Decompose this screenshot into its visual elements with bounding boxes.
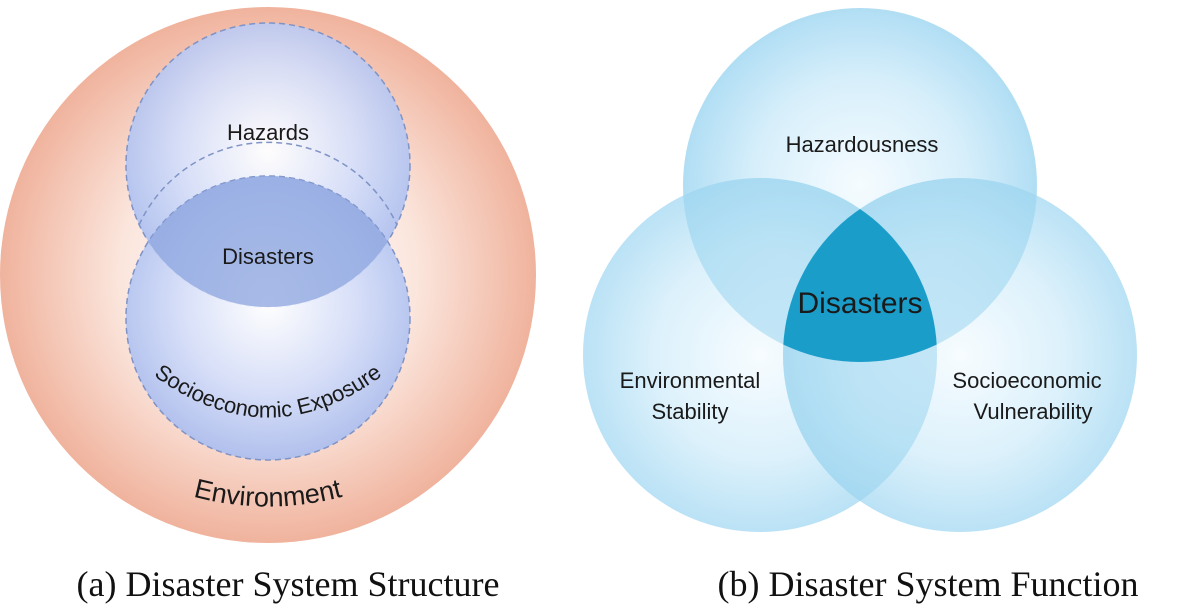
disasters-core xyxy=(783,178,937,362)
disasters-label-b: Disasters xyxy=(797,287,922,320)
vulnerability-label-line1: Socioeconomic xyxy=(952,368,1101,393)
disasters-core-group xyxy=(783,178,937,362)
disasters-overlap xyxy=(126,176,410,307)
overlap-border xyxy=(138,141,398,226)
env-stability-label-line2: Stability xyxy=(651,399,728,424)
hazards-label: Hazards xyxy=(227,120,309,145)
caption-a: (a) Disaster System Structure xyxy=(77,564,500,604)
panel-a-structure: Hazards Disasters Socioeconomic Exposure… xyxy=(0,7,536,543)
hazardousness-label: Hazardousness xyxy=(786,132,939,157)
vulnerability-label-line2: Vulnerability xyxy=(973,399,1092,424)
disasters-label-a: Disasters xyxy=(222,244,314,269)
caption-b: (b) Disaster System Function xyxy=(718,564,1139,604)
env-stability-label-line1: Environmental xyxy=(620,368,761,393)
panel-b-function: Hazardousness Disasters Environmental St… xyxy=(583,8,1137,532)
